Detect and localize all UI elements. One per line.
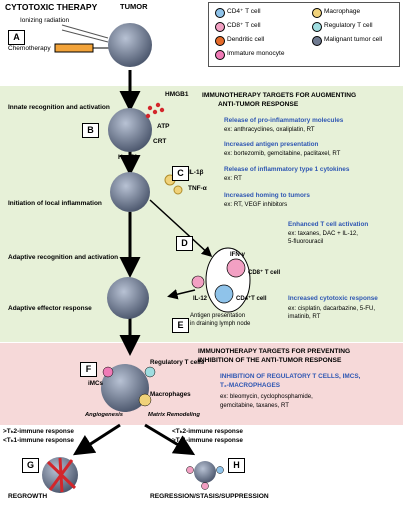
tcell-ex-2: 5-fluorouracil — [288, 238, 324, 245]
right-th1: >Tₕ1-immune response — [172, 437, 243, 444]
il1b-label: IL-1β — [188, 169, 204, 176]
aug-item-3-ex: ex: RT — [224, 175, 242, 182]
chemo-label: Chemotherapy — [8, 45, 51, 52]
aug-item-1-ex: ex: anthracyclines, oxaliplatin, RT — [224, 126, 315, 133]
cytotoxic-title: CYTOTOXIC THERAPY — [5, 2, 98, 12]
tumor-label: TUMOR — [120, 2, 148, 11]
step-g: G — [22, 458, 39, 473]
ifn-label: IFN-γ — [230, 252, 245, 258]
step-c: C — [172, 166, 189, 181]
cyto-ex-1: ex: cisplatin, dacarbazine, 5-FU, — [288, 305, 376, 312]
aug-item-2-head: Increased antigen presentation — [224, 141, 319, 148]
radiation-icon — [61, 24, 109, 39]
treg-label: Regulatory T cells — [150, 359, 205, 366]
regrowth-label: REGROWTH — [8, 493, 48, 500]
lymph-label: in draining lymph node — [190, 321, 251, 327]
aug-title: IMMUNOTHERAPY TARGETS FOR AUGMENTING — [202, 92, 357, 99]
arrow-regression — [144, 423, 196, 456]
antigen-label: Antigen presentation — [190, 313, 246, 319]
prev-title: IMMUNOTHERAPY TARGETS FOR PREVENTING — [198, 348, 351, 355]
tcell-ex-1: ex: taxanes, DAC + IL-12, — [288, 230, 358, 237]
tumor-icon — [108, 23, 152, 67]
hsp70-label: Hsp70 — [118, 154, 138, 161]
macro-label: Macrophages — [150, 391, 191, 398]
cd4t-label: CD4⁺T cell — [236, 296, 267, 302]
regression-label: REGRESSION/STASIS/SUPPRESSION — [150, 493, 269, 500]
tumor-f-icon — [101, 364, 149, 412]
cd4-cell-icon — [214, 284, 234, 304]
macrophage-legend-icon — [312, 8, 322, 18]
arrow-to-lymph — [149, 199, 213, 258]
tcell-head: Enhanced T cell activation — [288, 221, 369, 228]
tnfa-label: TNF-α — [188, 185, 207, 192]
matrix-label: Matrix Remodeling — [148, 412, 200, 418]
step-f: F — [80, 362, 97, 377]
legend-monocyte: Immature monocyte — [227, 50, 285, 57]
legend-dendritic: Dendritic cell — [227, 36, 265, 43]
imc-icon — [102, 366, 114, 378]
cd8t-label: CD8⁺ T cell — [248, 270, 281, 276]
syringe-icon — [54, 43, 94, 53]
macrophage-icon — [138, 393, 152, 407]
tumor-c-icon — [110, 172, 150, 212]
tumor-b-icon — [108, 108, 152, 152]
tumor-e-icon — [107, 277, 149, 319]
legend: CD4⁺ T cell Macrophage CD8⁺ T cell Regul… — [208, 2, 400, 67]
cd8-legend-icon — [215, 22, 225, 32]
angio-label: Angiogenesis — [85, 412, 124, 418]
cd4-legend-icon — [215, 8, 225, 18]
regrowth-icon — [46, 457, 77, 493]
prev-ex-1: ex: bleomycin, cyclophosphamide, — [220, 393, 313, 400]
imcs-label: iMCs — [88, 380, 104, 387]
legend-cd4: CD4⁺ T cell — [227, 8, 261, 15]
crt-label: CRT — [153, 138, 167, 145]
treg-legend-icon — [312, 22, 322, 32]
legend-cd8: CD8⁺ T cell — [227, 22, 261, 29]
legend-treg: Regulatory T cell — [324, 22, 373, 29]
malignant-legend-icon — [312, 36, 322, 46]
dendritic-legend-icon — [215, 36, 225, 46]
il12-label: IL-12 — [193, 296, 208, 302]
aug-title-2: ANTI-TUMOR RESPONSE — [218, 101, 299, 108]
step-d: D — [176, 236, 193, 251]
tumor-h-icon — [194, 461, 216, 483]
aug-item-2-ex: ex: bortezomib, gemcitabine, paclitaxel,… — [224, 150, 341, 157]
step-e: E — [172, 318, 189, 333]
prev-head-1: INHIBITION OF REGULATORY T CELLS, IMCS, — [220, 373, 361, 380]
legend-macrophage: Macrophage — [324, 8, 361, 15]
augmenting-zone — [0, 86, 403, 342]
hmgb1-label: HMGB1 — [165, 91, 189, 98]
treg-icon — [144, 366, 156, 378]
step-b: B — [82, 123, 99, 138]
cd8-cell-icon — [226, 258, 246, 278]
aug-item-4-ex: ex: RT, VEGF inhibitors — [224, 201, 288, 208]
preventing-zone — [0, 343, 403, 425]
step-a: A — [8, 30, 25, 45]
cyto-ex-2: imatinib, RT — [288, 313, 321, 320]
legend-malignant: Malignant tumor cell — [324, 36, 383, 43]
ionizing-label: Ionizing radiation — [20, 17, 70, 24]
aug-item-4-head: Increased homing to tumors — [224, 192, 310, 199]
prev-ex-2: gemcitabine, taxanes, RT — [220, 402, 289, 409]
aug-item-3-head: Release of inflammatory type 1 cytokines — [224, 166, 350, 173]
stage-innate: Innate recognition and activation — [8, 104, 110, 111]
stage-adaptive-rec: Adaptive recognition and activation — [8, 254, 119, 261]
atp-label: ATP — [157, 123, 170, 130]
stage-initiation: Initiation of local inflammation — [8, 200, 102, 207]
right-th2: <Tₕ2-immune response — [172, 428, 243, 435]
stage-adaptive-eff: Adaptive effector response — [8, 305, 92, 312]
hmgb1-icon — [145, 102, 165, 119]
left-th2: >Tₕ2-immune response — [3, 428, 74, 435]
prev-title-2: INHIBITION OF THE ANTI-TUMOR RESPONSE — [198, 357, 342, 364]
arrow-regrowth — [72, 423, 121, 456]
prev-head-2: T₂-MACROPHAGES — [220, 382, 280, 389]
left-th1: <Tₕ1-immune response — [3, 437, 74, 444]
arrow-back — [167, 289, 196, 300]
monocyte-legend-icon — [215, 50, 225, 60]
aug-item-1-head: Release of pro-inflammatory molecules — [224, 117, 344, 124]
cyto-head: Increased cytotoxic response — [288, 295, 378, 302]
step-h: H — [228, 458, 245, 473]
